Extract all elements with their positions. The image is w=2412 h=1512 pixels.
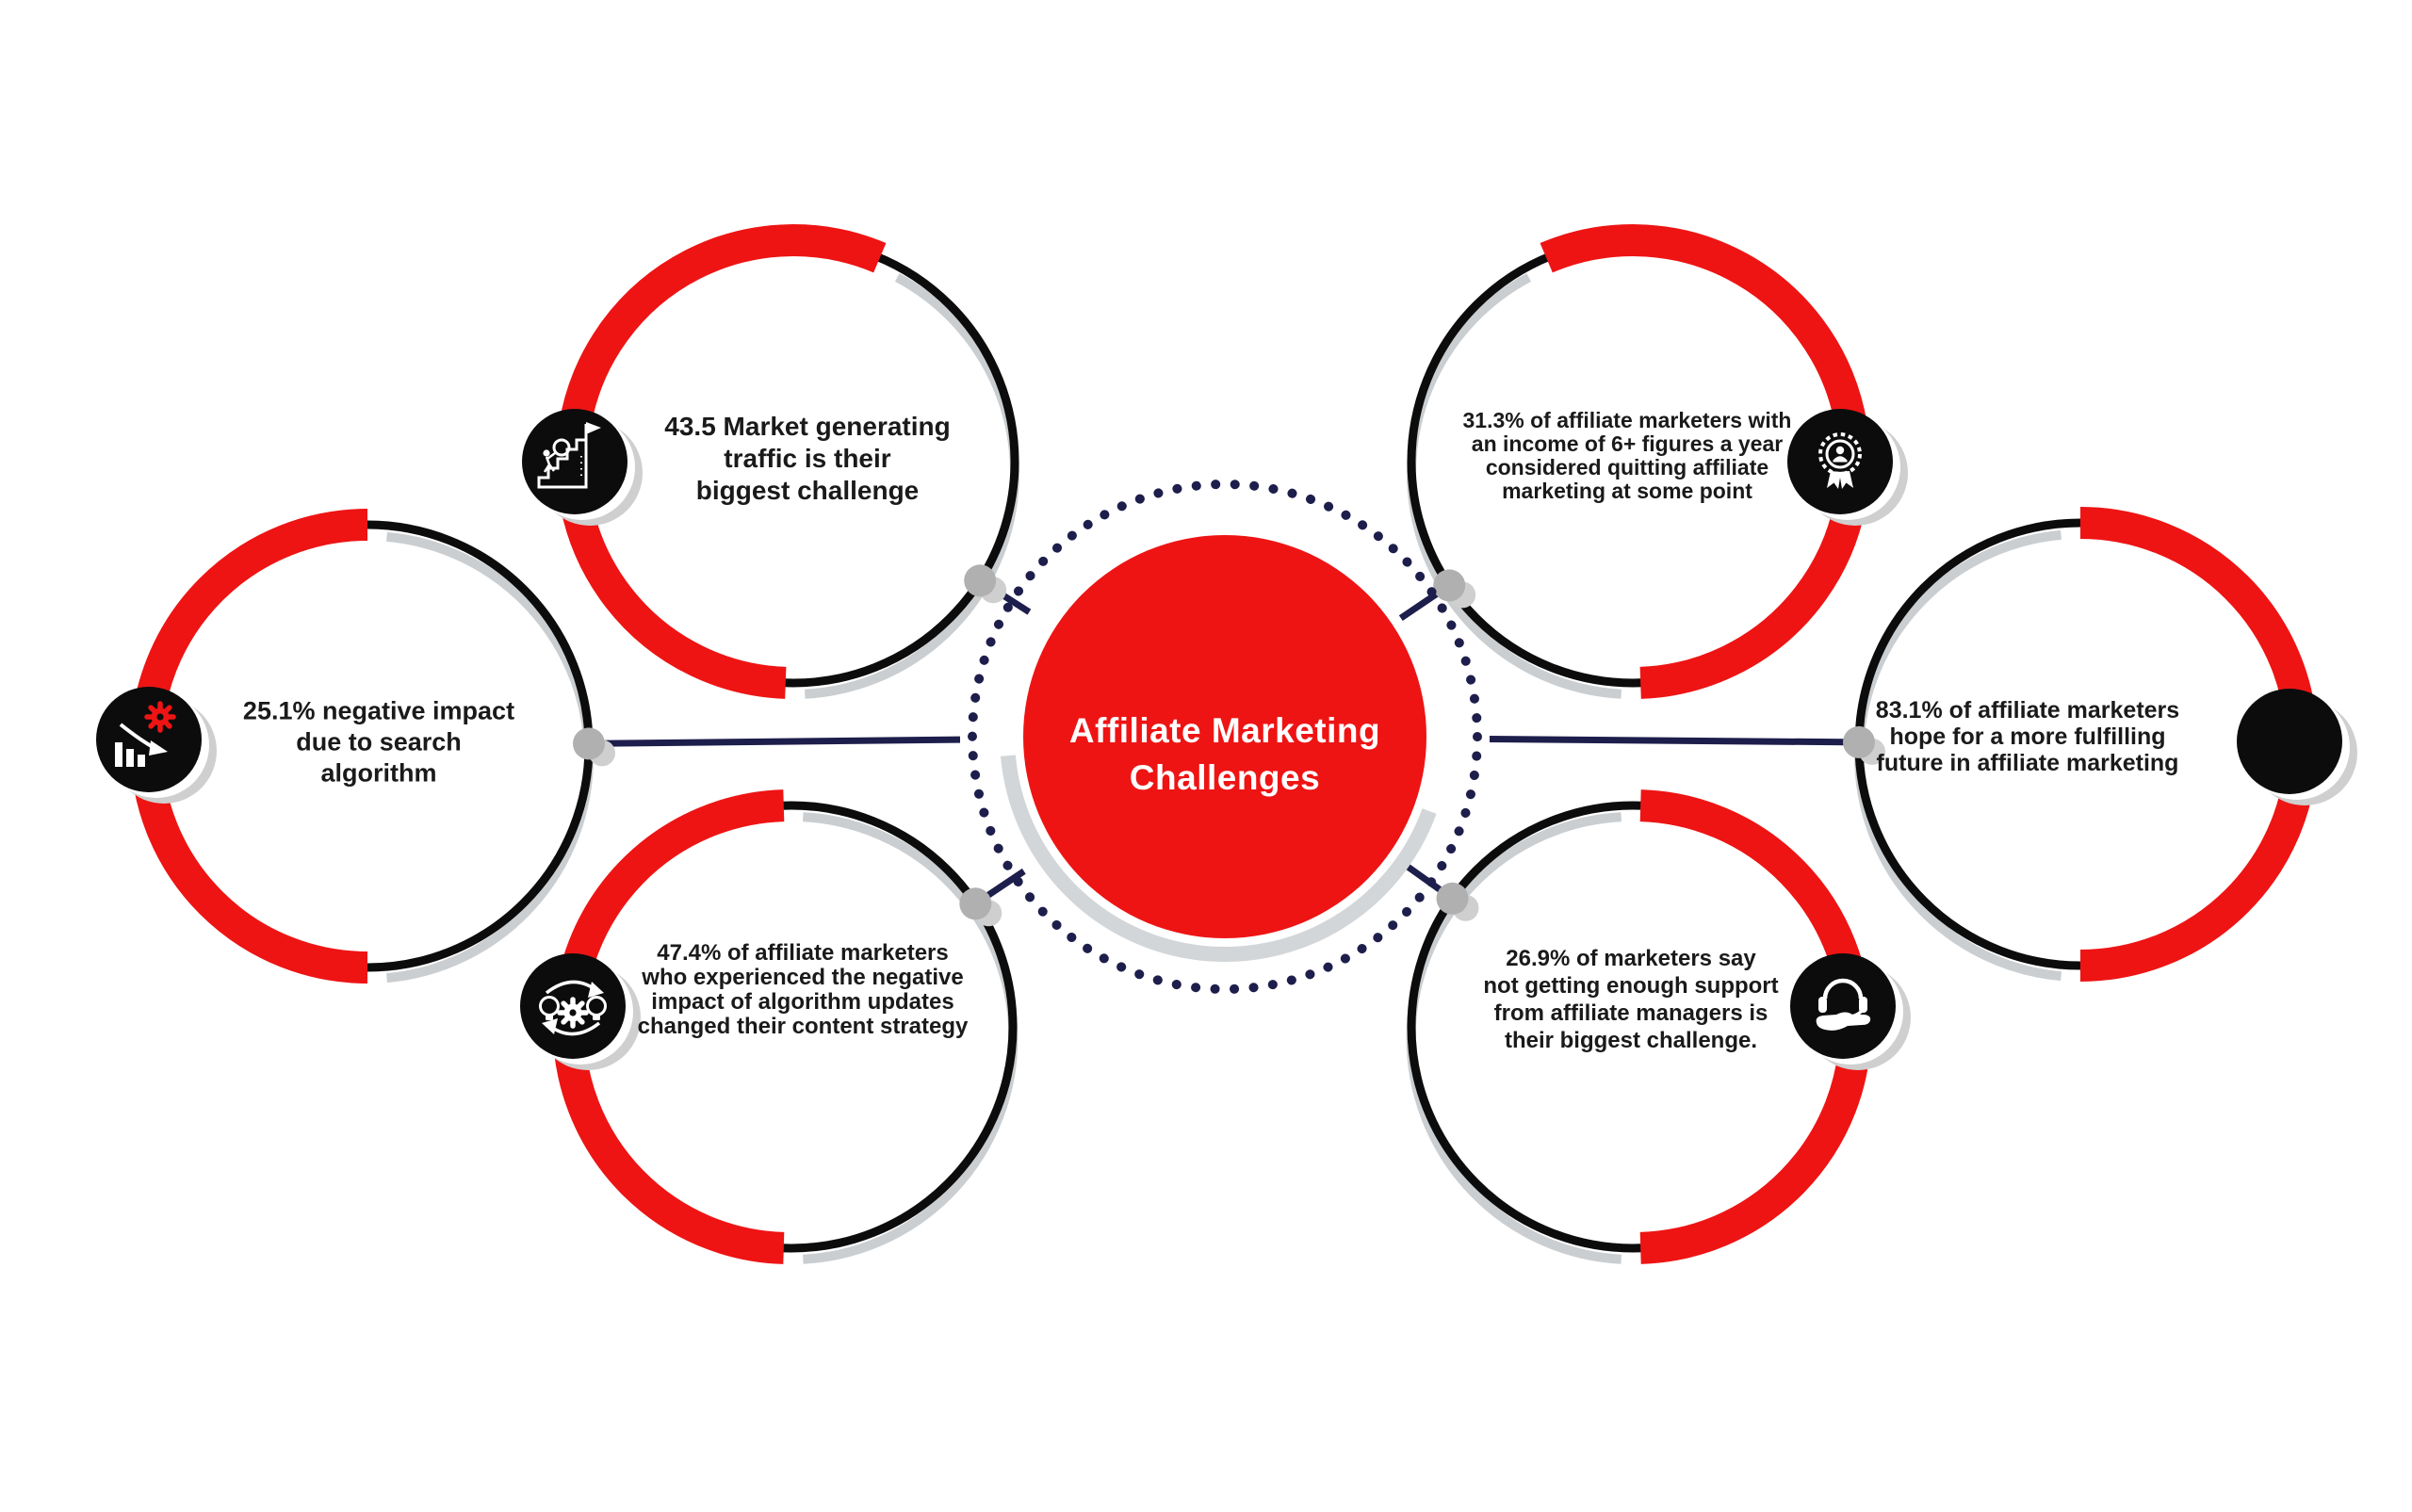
joint-dot — [1843, 725, 1875, 758]
icon-medallion-right — [2237, 689, 2357, 805]
icon-medallion-bottom_left — [520, 953, 641, 1070]
node-line: not getting enough support — [1483, 973, 1779, 999]
node-line: future in affiliate marketing — [1876, 750, 2179, 776]
hub-dotted-ring — [968, 480, 1482, 994]
node-text-bottom-right: 26.9% of marketers say not getting enoug… — [1483, 945, 1778, 1054]
hub-shadow-arc — [1000, 755, 1437, 962]
node-line: algorithm — [320, 758, 437, 788]
node-line: 43.5 Market generating — [664, 412, 951, 441]
connector-line — [1489, 736, 1860, 746]
node-line: an income of 6+ figures a year — [1471, 431, 1784, 456]
node-text-top-left: 43.5 Market generating traffic is their … — [664, 411, 950, 507]
joint-dot — [573, 727, 605, 760]
connector-bottom_left — [959, 868, 1026, 927]
icon-disc — [96, 687, 202, 792]
icon-disc — [1790, 953, 1896, 1059]
node-line: impact of algorithm updates — [651, 989, 954, 1015]
node-line: 31.3% of affiliate marketers with — [1462, 408, 1792, 432]
node-line: from affiliate managers is — [1493, 1000, 1768, 1026]
connector-top_left — [964, 564, 1032, 615]
hub-title-line: Affiliate Marketing — [1068, 711, 1381, 750]
hub — [968, 480, 1482, 994]
bulbs-gear-cycle-icon — [539, 980, 607, 1036]
node-text-right: 83.1% of affiliate marketers hope for a … — [1876, 697, 2179, 776]
award-badge-icon — [1818, 432, 1862, 489]
node-line: changed their content strategy — [637, 1014, 969, 1039]
node-line: due to search — [296, 727, 462, 756]
node-line: 83.1% of affiliate marketers — [1875, 697, 2180, 723]
node-line: 26.9% of marketers say — [1506, 946, 1756, 971]
hub-circle — [1023, 535, 1426, 938]
node-line: biggest challenge — [695, 476, 920, 505]
node-line: marketing at some point — [1502, 479, 1752, 503]
icon-medallion-bottom_right — [1790, 953, 1911, 1070]
stairs-goal-flag-icon — [537, 422, 601, 489]
connector-line — [588, 736, 961, 747]
hub-title-line: Challenges — [1129, 758, 1321, 797]
joint-dot — [1436, 882, 1469, 915]
connector-right — [1489, 725, 1885, 765]
node-line: their biggest challenge. — [1504, 1028, 1758, 1053]
declining-chart-gear-icon — [115, 701, 176, 767]
icon-medallion-top_right — [1787, 409, 1908, 526]
support-headset-icon — [1816, 978, 1871, 1031]
hub-title: Affiliate Marketing Challenges — [1069, 707, 1380, 802]
node-line: traffic is their — [724, 444, 891, 473]
node-line: who experienced the negative — [642, 965, 964, 990]
node-text-top-right: 31.3% of affiliate marketers with an inc… — [1463, 409, 1792, 503]
joint-dot — [964, 564, 997, 597]
node-text-left: 25.1% negative impact due to search algo… — [243, 696, 514, 789]
node-line: 25.1% negative impact — [242, 696, 515, 725]
node-line: considered quitting affiliate — [1485, 455, 1769, 480]
node-text-bottom-left: 47.4% of affiliate marketers who experie… — [638, 941, 969, 1039]
icon-medallion-top_left — [522, 409, 643, 526]
connector-left — [573, 727, 961, 767]
node-line: hope for a more fulfilling — [1889, 723, 2166, 750]
icon-disc — [2237, 689, 2342, 794]
node-line: 47.4% of affiliate marketers — [657, 940, 949, 966]
icon-medallion-left — [96, 687, 217, 804]
joint-dot — [1433, 569, 1466, 602]
icon-disc — [522, 409, 627, 514]
connector-top_right — [1398, 569, 1476, 622]
joint-dot — [959, 887, 992, 920]
